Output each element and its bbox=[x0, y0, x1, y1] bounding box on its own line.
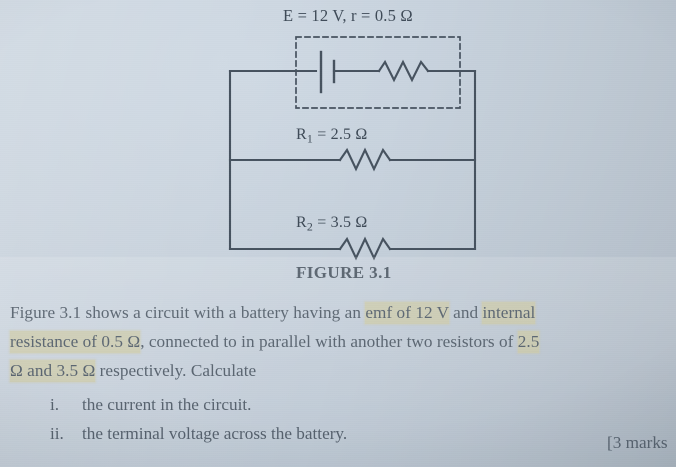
highlight-emf-12v: emf of 12 V bbox=[365, 302, 449, 324]
highlight-2-5: 2.5 bbox=[517, 330, 540, 353]
r1-label-subscript: 1 bbox=[306, 131, 313, 146]
sub-question-number: i. bbox=[50, 395, 60, 414]
internal-resistance-zigzag bbox=[377, 59, 430, 83]
list-item: ii. the terminal voltage across the batte… bbox=[10, 420, 670, 449]
sub-question-text: the terminal voltage across the battery. bbox=[82, 423, 348, 443]
sub-question-text: the current in the circuit. bbox=[82, 395, 252, 414]
highlight-internal: internal bbox=[482, 302, 536, 324]
battery-emf-label: E = 12 V, r = 0.5 Ω bbox=[283, 6, 413, 25]
r1-label-value: = 2.5 Ω bbox=[313, 126, 368, 143]
r2-label: R2 = 3.5 Ω bbox=[296, 214, 368, 234]
question-line-3-text-b: respectively. Calculate bbox=[95, 360, 257, 380]
marks-allocation: [3 marks bbox=[607, 433, 668, 452]
question-line-2: resistance of 0.5 Ω, connected to in par… bbox=[10, 328, 676, 357]
r2-resistor-zigzag bbox=[338, 236, 392, 261]
list-item: i. the current in the circuit. bbox=[10, 391, 670, 420]
r2-label-subscript: 2 bbox=[306, 219, 313, 234]
circuit-schematic-svg bbox=[228, 36, 477, 261]
r1-label: R1 = 2.5 Ω bbox=[296, 126, 368, 146]
question-line-1: Figure 3.1 shows a circuit with a batter… bbox=[10, 299, 676, 328]
question-line-3: Ω and 3.5 Ω respectively. Calculate bbox=[10, 357, 676, 386]
question-line-2-text-b: , connected to in parallel with another … bbox=[140, 331, 518, 351]
figure-caption: FIGURE 3.1 bbox=[296, 263, 392, 282]
highlight-resistance-0-5: resistance of 0.5 Ω bbox=[10, 330, 141, 353]
sub-question-number: ii. bbox=[50, 423, 64, 443]
sub-question-list: i. the current in the circuit. ii. the ter… bbox=[10, 391, 670, 448]
r1-resistor-zigzag bbox=[338, 147, 392, 172]
question-line-1-text-a: Figure 3.1 shows a circuit with a batter… bbox=[10, 303, 366, 322]
r1-label-prefix: R bbox=[296, 126, 307, 143]
battery-enclosure-dashed-box bbox=[295, 36, 461, 109]
highlight-ohm-and-3-5-ohm: Ω and 3.5 Ω bbox=[10, 359, 96, 382]
question-paragraph: Figure 3.1 shows a circuit with a batter… bbox=[10, 299, 676, 385]
r2-label-value: = 3.5 Ω bbox=[313, 214, 368, 231]
circuit-diagram: E = 12 V, r = 0.5 Ω R1 = 2.5 Ω R2 = 3.5 … bbox=[228, 6, 477, 282]
r2-label-prefix: R bbox=[296, 214, 307, 231]
question-line-1-text-b: and bbox=[448, 303, 483, 322]
